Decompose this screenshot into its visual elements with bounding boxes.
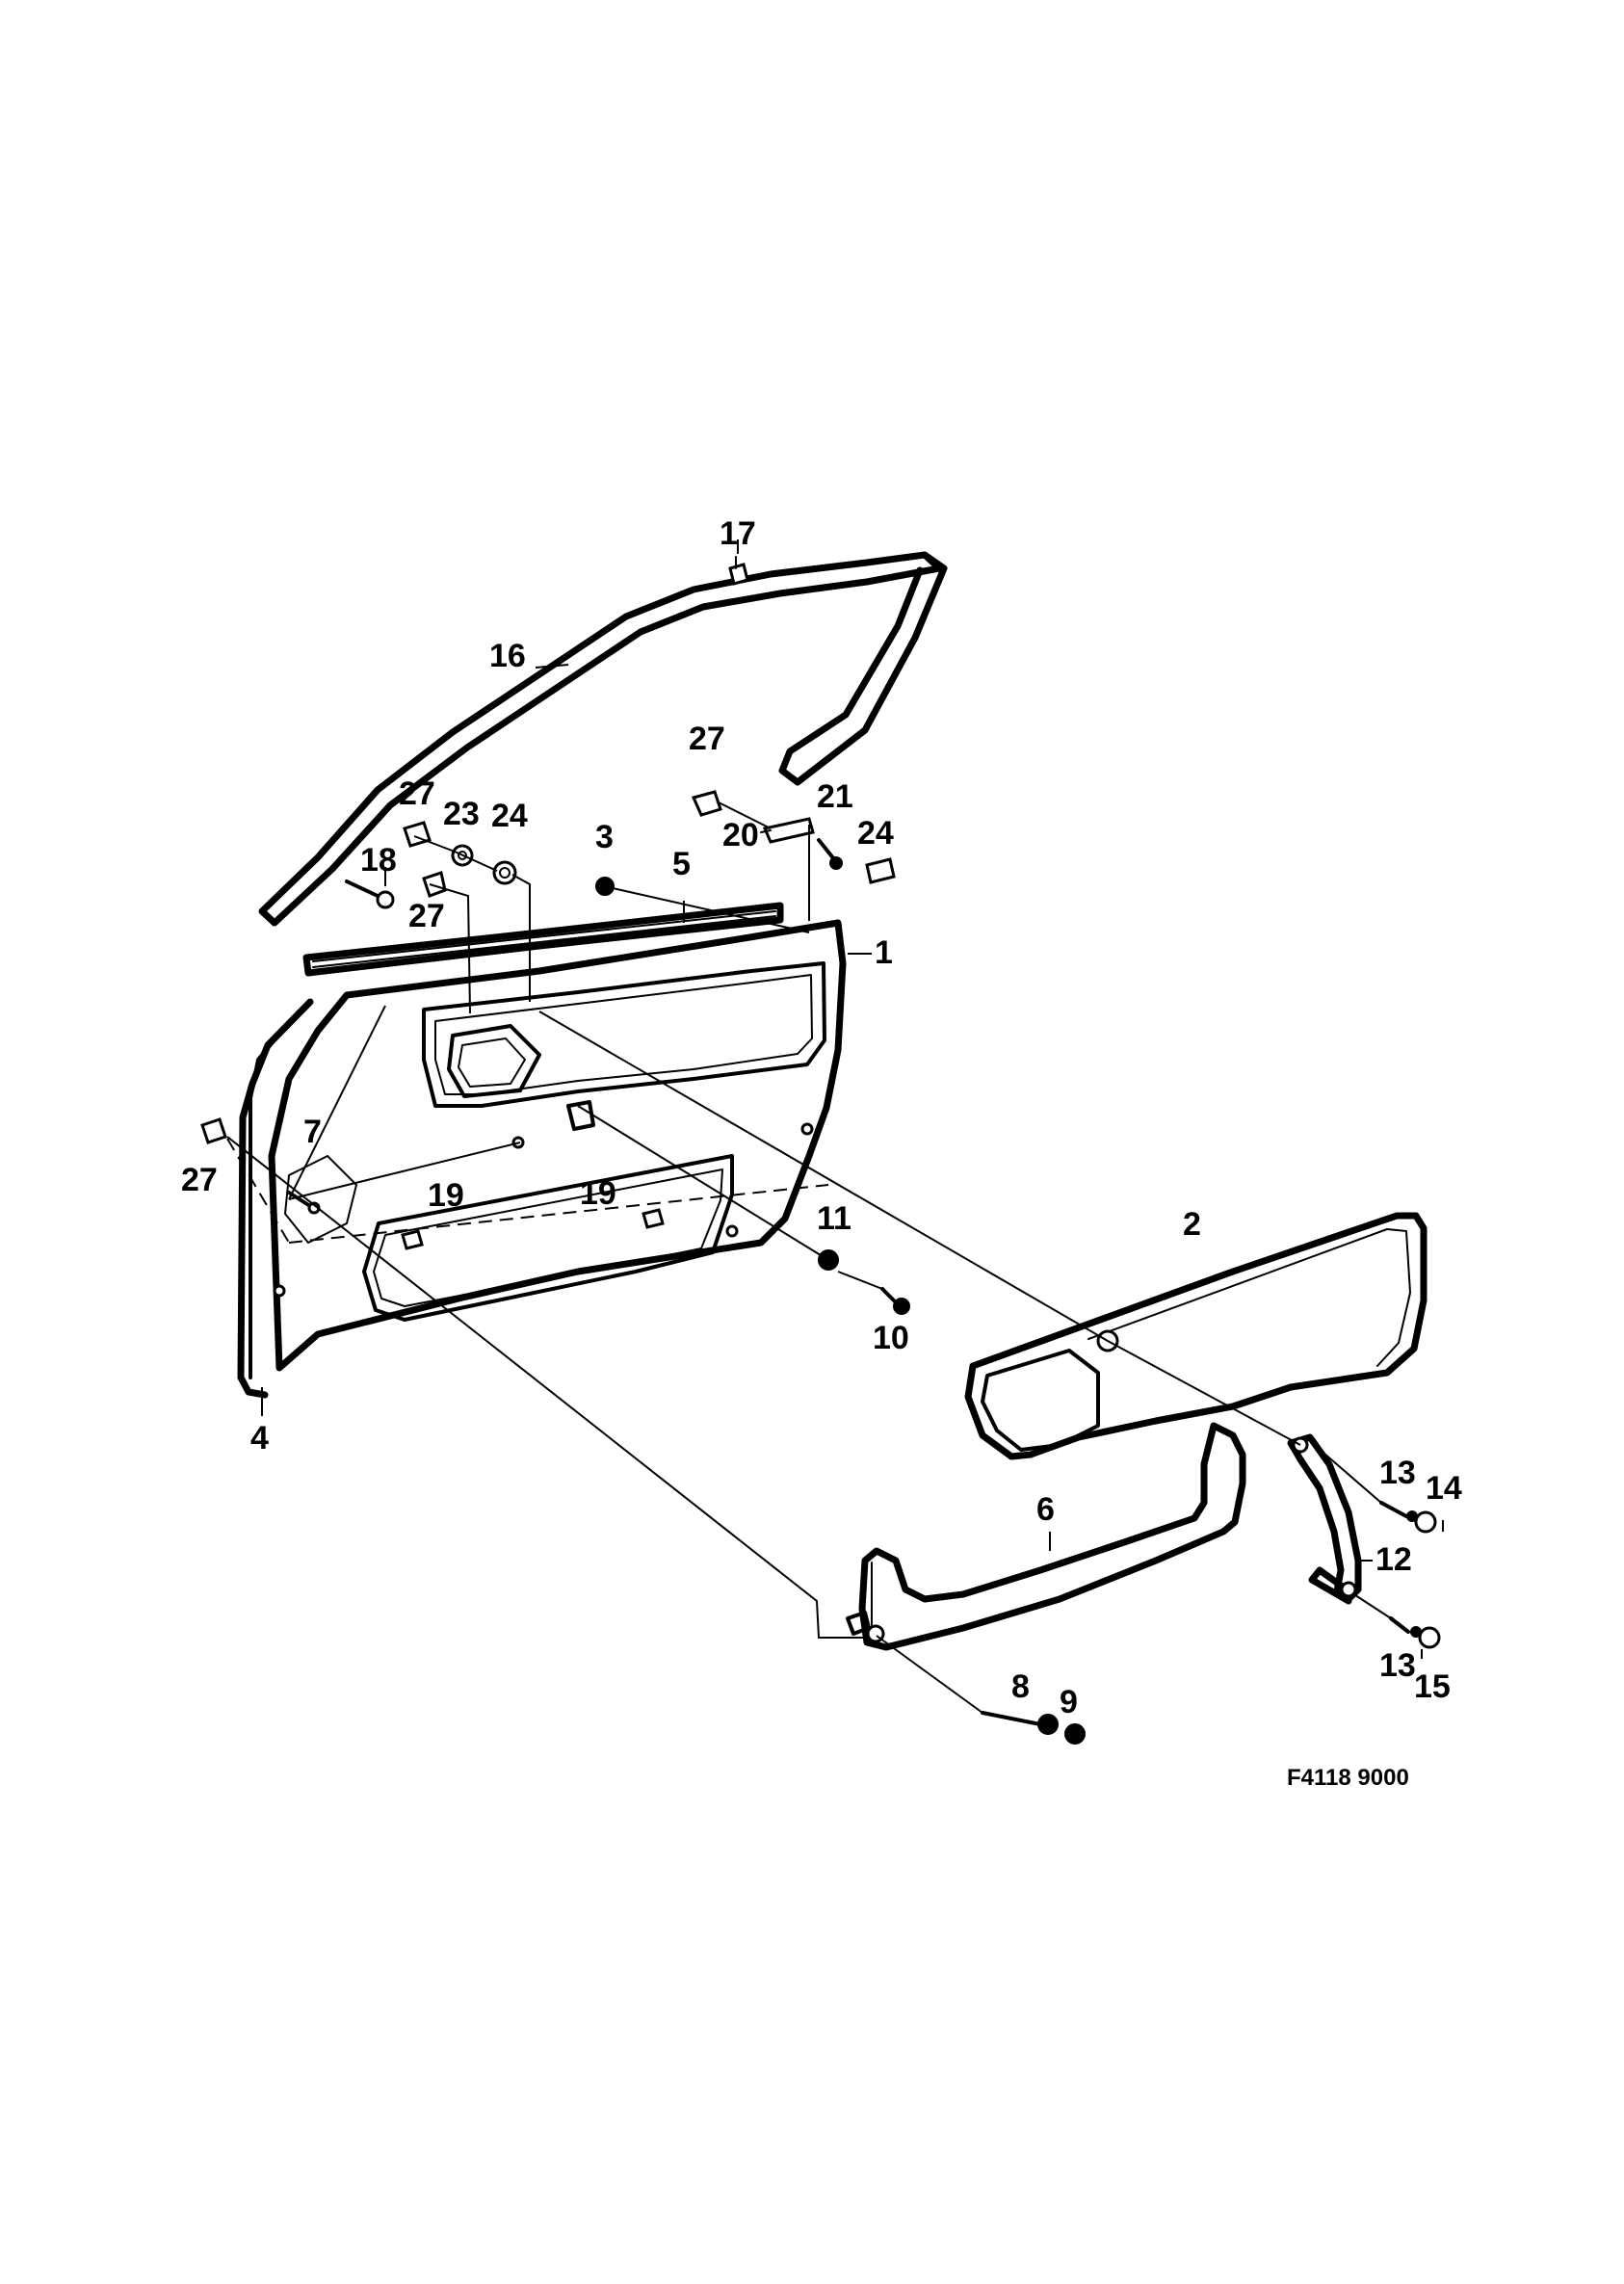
washer-23 xyxy=(451,844,474,867)
callout-20: 20 xyxy=(722,817,759,853)
clip-19-b xyxy=(642,1208,665,1229)
callout-7: 7 xyxy=(303,1114,322,1150)
callout-1: 1 xyxy=(875,934,893,971)
clip-27-c xyxy=(422,871,447,898)
screw-8 xyxy=(981,1711,1042,1726)
callout-14: 14 xyxy=(1426,1470,1462,1507)
cap-14 xyxy=(1406,1510,1437,1534)
screw-7 xyxy=(287,1191,321,1215)
callout-27: 27 xyxy=(408,898,445,934)
screw-10 xyxy=(880,1287,910,1315)
callout-labels: 17 16 27 21 20 24 27 23 24 3 18 5 27 1 7… xyxy=(181,515,1462,1720)
callout-9: 9 xyxy=(1060,1684,1078,1720)
clip-27-d xyxy=(200,1117,227,1144)
upper-trim-panel xyxy=(964,1212,1428,1460)
clip-20 xyxy=(760,817,815,844)
clip-19-a xyxy=(401,1229,424,1250)
clip-27-a xyxy=(691,790,722,817)
callout-6: 6 xyxy=(1036,1491,1055,1528)
callout-23: 23 xyxy=(443,796,480,832)
grommet-24-a xyxy=(492,860,517,885)
window-frame-seal xyxy=(258,551,948,927)
cap-15 xyxy=(1410,1626,1441,1649)
door-panel xyxy=(268,919,847,1372)
callout-10: 10 xyxy=(873,1320,909,1356)
callout-17: 17 xyxy=(720,515,756,552)
clip-24-b xyxy=(865,857,896,884)
nut-8 xyxy=(1037,1714,1059,1735)
lower-trim-panel xyxy=(846,1422,1246,1651)
callout-24: 24 xyxy=(857,815,894,852)
callout-12: 12 xyxy=(1375,1541,1412,1578)
callout-2: 2 xyxy=(1183,1206,1201,1243)
callout-19: 19 xyxy=(580,1175,616,1212)
callout-27: 27 xyxy=(689,721,725,757)
screw-21 xyxy=(817,838,843,870)
clip-27-b xyxy=(403,821,432,848)
callout-8: 8 xyxy=(1011,1668,1030,1705)
door-edge-seal xyxy=(237,998,314,1399)
screw-18 xyxy=(345,879,395,909)
handle-bracket xyxy=(1287,1433,1362,1605)
callout-19: 19 xyxy=(428,1177,464,1214)
callout-13: 13 xyxy=(1379,1455,1416,1491)
callout-27: 27 xyxy=(181,1162,218,1198)
cap-9 xyxy=(1064,1723,1086,1745)
callout-11: 11 xyxy=(817,1200,851,1237)
callout-15: 15 xyxy=(1414,1668,1451,1705)
callout-24: 24 xyxy=(491,798,528,834)
assembly-lines xyxy=(226,801,1392,1714)
callout-18: 18 xyxy=(360,842,397,879)
callout-21: 21 xyxy=(817,778,853,815)
callout-13: 13 xyxy=(1379,1647,1416,1684)
callout-leaders xyxy=(261,539,1444,1659)
callout-5: 5 xyxy=(672,846,691,882)
clip-17 xyxy=(728,556,749,586)
reference-code: F4118 9000 xyxy=(1287,1765,1409,1791)
screw-13-b xyxy=(1389,1616,1410,1634)
cap-3 xyxy=(595,877,615,896)
callout-27: 27 xyxy=(399,775,435,812)
callout-4: 4 xyxy=(250,1420,269,1457)
window-seal-strip xyxy=(302,902,784,977)
callout-16: 16 xyxy=(489,638,526,674)
screw-13-a xyxy=(1379,1501,1408,1518)
callout-3: 3 xyxy=(595,819,614,855)
